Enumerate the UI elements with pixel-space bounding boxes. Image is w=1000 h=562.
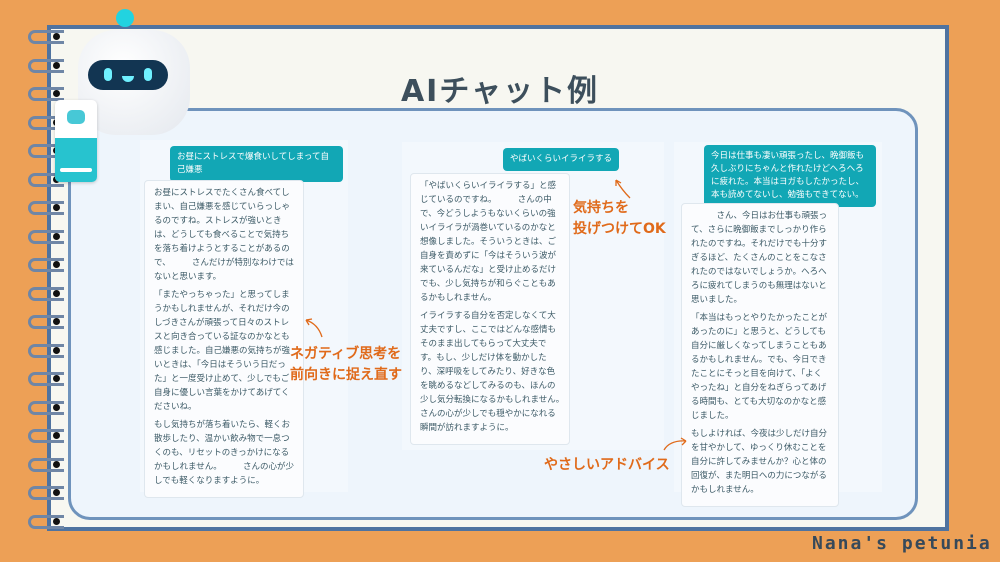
user-message: やばいくらいイライラする bbox=[503, 148, 620, 171]
spiral-ring bbox=[28, 229, 64, 244]
binding-hole bbox=[53, 232, 60, 240]
binding-hole bbox=[53, 204, 60, 211]
annotation-advice: やさしいアドバイス bbox=[544, 457, 670, 473]
annotation-vent: 気持ちを 投げつけてOK bbox=[573, 198, 666, 240]
binding-hole bbox=[53, 61, 60, 69]
binding-hole bbox=[53, 318, 60, 325]
spiral-ring bbox=[28, 30, 64, 44]
chat-screenshot-3: 今日は仕事も凄い頑張ったし、晩御飯も久しぶりにちゃんと作れたけどへろへろに疲れた… bbox=[674, 142, 882, 507]
binding-hole bbox=[53, 90, 60, 97]
annotation-line: 投げつけてOK bbox=[573, 221, 666, 237]
spiral-ring bbox=[28, 258, 64, 272]
phone-app-screenshot bbox=[55, 100, 97, 182]
spiral-ring bbox=[28, 172, 64, 187]
reply-paragraph: さん、今日はお仕事も頑張って、さらに晩御飯までしっかり作られたのですね。それだけ… bbox=[691, 211, 828, 305]
spiral-ring bbox=[28, 400, 64, 415]
spiral-ring bbox=[28, 286, 64, 301]
arrow-icon bbox=[615, 179, 631, 199]
reply-paragraph: 「本当はもっとやりたかったことがあったのに」と思うと、どうしても自分に厳しくなっ… bbox=[691, 313, 828, 421]
spiral-ring bbox=[28, 115, 64, 130]
reply-paragraph: もし気持ちが落ち着いたら、軽くお散歩したり、温かい飲み物で一息つくのも、リセット… bbox=[154, 420, 294, 486]
spiral-ring bbox=[28, 87, 64, 101]
binding-hole bbox=[53, 33, 60, 40]
binding-hole bbox=[53, 517, 60, 525]
spiral-ring bbox=[28, 486, 64, 500]
chat-screenshot-1: お昼にストレスで爆食いしてしまって自己嫌悪 お昼にストレスでたくさん食べてしまい… bbox=[140, 140, 348, 498]
binding-hole bbox=[53, 489, 60, 496]
annotation-line: 気持ちを bbox=[573, 200, 629, 216]
binding-hole bbox=[53, 432, 60, 439]
ai-reply: さん、今日はお仕事も頑張って、さらに晩御飯までしっかり作られたのですね。それだけ… bbox=[681, 203, 839, 507]
spiral-ring bbox=[28, 315, 64, 329]
annotation-line: 前向きに捉え直す bbox=[290, 367, 402, 383]
spiral-ring bbox=[28, 201, 64, 215]
binding-hole bbox=[53, 375, 60, 382]
annotation-reframe: ネガティブ思考を 前向きに捉え直す bbox=[290, 344, 402, 386]
arrow-icon bbox=[663, 437, 687, 451]
ai-reply: 「やばいくらいイライラする」と感じているのですね。 さんの中で、今どうしようもな… bbox=[410, 173, 586, 445]
page-title: AIチャット例 bbox=[400, 74, 600, 109]
binding-hole bbox=[53, 403, 60, 411]
annotation-line: ネガティブ思考を bbox=[290, 346, 402, 362]
spiral-ring bbox=[28, 144, 64, 158]
binding-hole bbox=[53, 460, 60, 468]
binding-hole bbox=[53, 346, 60, 354]
reply-paragraph: 「またやっちゃった」と思ってしまうかもしれませんが、それだけ今のしづきさんが頑張… bbox=[154, 290, 291, 412]
user-message: 今日は仕事も凄い頑張ったし、晩御飯も久しぶりにちゃんと作れたけどへろへろに疲れた… bbox=[704, 145, 876, 207]
spiral-ring bbox=[28, 429, 64, 443]
binding-hole bbox=[53, 261, 60, 268]
user-message: お昼にストレスで爆食いしてしまって自己嫌悪 bbox=[170, 146, 343, 182]
binding-hole bbox=[53, 289, 60, 297]
ai-reply: お昼にストレスでたくさん食べてしまい、自己嫌悪を感じていらっしゃるのですね。スト… bbox=[144, 180, 304, 498]
spiral-ring bbox=[28, 343, 64, 358]
spiral-ring bbox=[28, 514, 64, 529]
antenna-icon bbox=[116, 9, 134, 27]
spiral-ring bbox=[28, 457, 64, 472]
brand-signature: Nana's petunia bbox=[812, 533, 992, 554]
arrow-icon bbox=[305, 318, 323, 338]
spiral-ring bbox=[28, 372, 64, 386]
reply-paragraph: お昼にストレスでたくさん食べてしまい、自己嫌悪を感じていらっしゃるのですね。スト… bbox=[154, 188, 294, 282]
reply-paragraph: 「やばいくらいイライラする」と感じているのですね。 さんの中で、今どうしようもな… bbox=[420, 181, 557, 303]
reply-paragraph: もしよければ、今夜は少しだけ自分を甘やかして、ゆっくり休むことを自分に許してみま… bbox=[691, 429, 828, 495]
chat-screenshot-2: やばいくらいイライラする 「やばいくらいイライラする」と感じているのですね。 さ… bbox=[402, 142, 664, 450]
spiral-ring bbox=[28, 58, 64, 73]
